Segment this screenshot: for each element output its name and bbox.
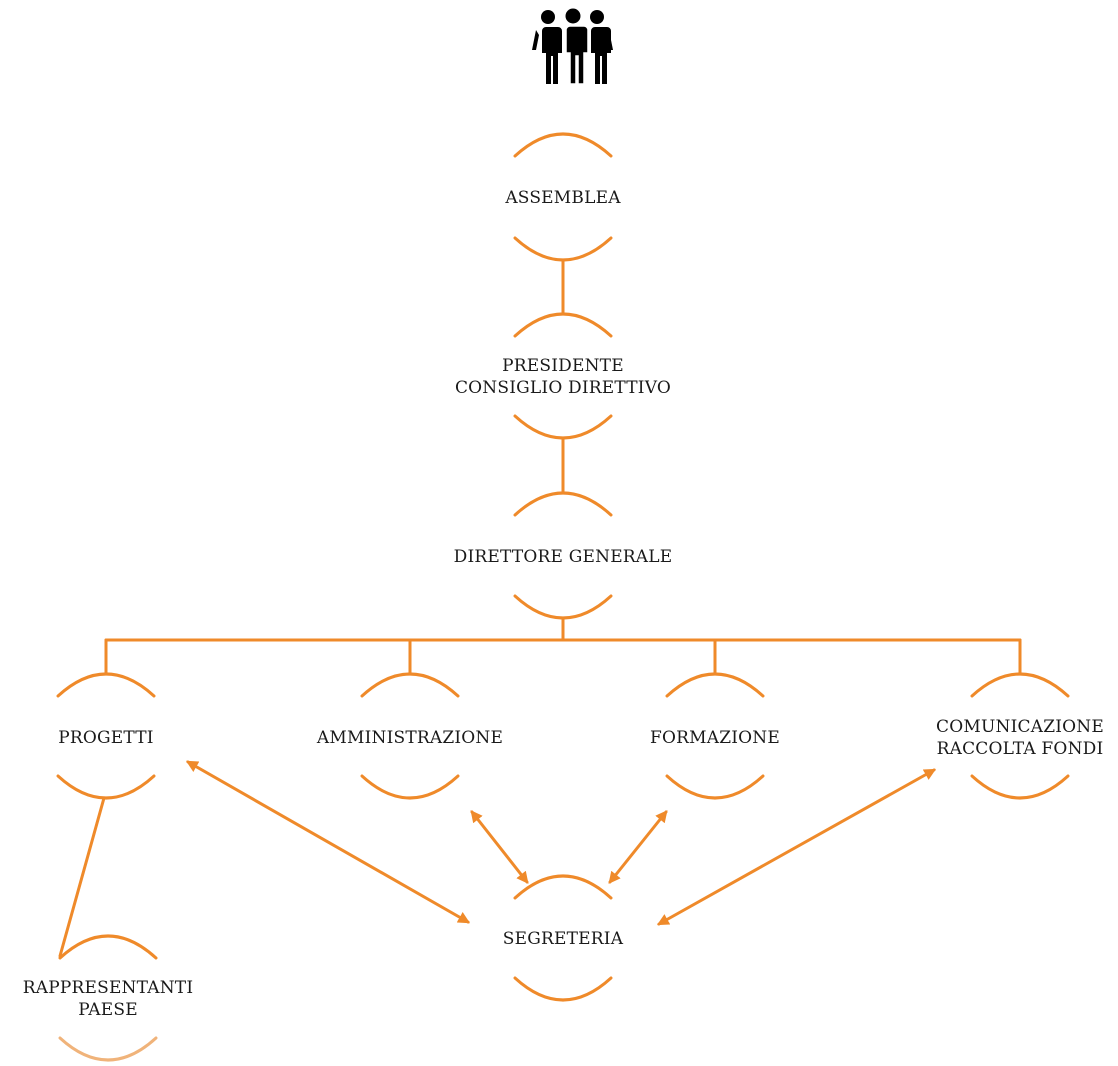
node-label: FORMAZIONE	[650, 728, 780, 748]
node-top-arc	[970, 672, 1070, 698]
node-top-arc	[513, 132, 613, 158]
people-group-icon	[532, 8, 613, 85]
node-label: COMUNICAZIONE	[936, 717, 1104, 737]
node-top-arc	[360, 672, 460, 698]
node-top-arc	[665, 672, 765, 698]
edge-progetti-rappresentanti	[58, 796, 106, 958]
node-top-arc	[513, 312, 613, 338]
node-label: SEGRETERIA	[503, 929, 624, 949]
node-label: PROGETTI	[58, 728, 153, 748]
node-direttore: DIRETTORE GENERALE	[454, 491, 673, 620]
node-segreteria: SEGRETERIA	[503, 874, 624, 1002]
node-top-arc	[513, 874, 613, 900]
node-bottom-arc	[360, 774, 460, 800]
node-label: RACCOLTA FONDI	[937, 739, 1104, 759]
node-bottom-arc	[513, 976, 613, 1002]
node-bottom-arc	[513, 414, 613, 440]
node-bottom-arc	[58, 1036, 158, 1062]
node-assemblea: ASSEMBLEA	[504, 132, 621, 262]
node-label: RAPPRESENTANTI	[23, 978, 194, 998]
node-bottom-arc	[513, 594, 613, 620]
node-label: AMMINISTRAZIONE	[316, 728, 503, 748]
node-bottom-arc	[513, 236, 613, 262]
node-label: PAESE	[78, 1000, 138, 1020]
edge-segreteria-progetti	[185, 760, 471, 924]
node-formazione: FORMAZIONE	[650, 672, 780, 800]
node-top-arc	[56, 672, 156, 698]
connections	[58, 258, 1022, 958]
edge-segreteria-comunicazione	[656, 768, 937, 926]
node-top-arc	[513, 491, 613, 517]
node-bottom-arc	[970, 774, 1070, 800]
node-label: ASSEMBLEA	[504, 188, 621, 208]
node-label: DIRETTORE GENERALE	[454, 547, 673, 567]
node-label: PRESIDENTE	[502, 356, 624, 376]
node-top-arc	[58, 934, 158, 960]
node-progetti: PROGETTI	[56, 672, 156, 800]
node-label: CONSIGLIO DIRETTIVO	[455, 378, 671, 398]
node-bottom-arc	[56, 774, 156, 800]
edge-segreteria-amministrazione	[470, 810, 529, 884]
node-amministrazione: AMMINISTRAZIONE	[316, 672, 503, 800]
node-bottom-arc	[665, 774, 765, 800]
edge-segreteria-formazione	[608, 810, 668, 884]
